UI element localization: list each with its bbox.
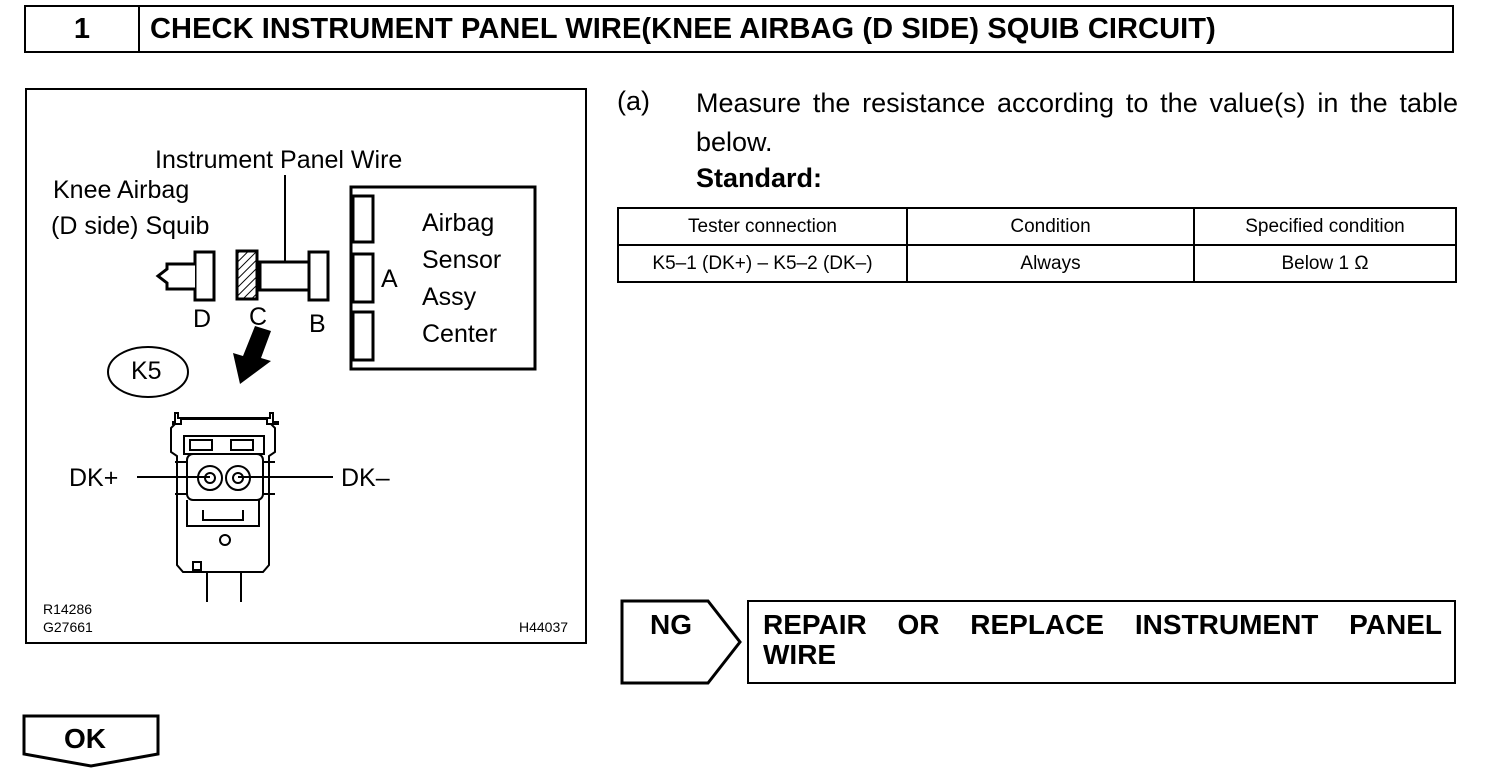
step-marker: (a) xyxy=(617,86,650,116)
label-knee-airbag: Knee Airbag xyxy=(53,176,190,204)
label-connector-b: B xyxy=(309,310,326,338)
direction-arrow xyxy=(233,326,271,384)
label-connector-k5: K5 xyxy=(131,357,162,385)
label-d-side-squib: (D side) Squib xyxy=(51,212,210,240)
label-connector-d: D xyxy=(193,305,212,333)
step-title: CHECK INSTRUMENT PANEL WIRE(KNEE AIRBAG … xyxy=(150,12,1216,45)
figure-code-2: G27661 xyxy=(43,619,93,635)
table-header-cell: Condition xyxy=(906,207,1195,246)
ok-arrow-box xyxy=(22,714,160,768)
label-instrument-panel-wire: Instrument Panel Wire xyxy=(155,146,403,174)
ng-action-line-1: REPAIR OR REPLACE INSTRUMENT PANEL xyxy=(763,609,1442,640)
label-dk-plus: DK+ xyxy=(69,464,119,492)
wiring-illustration: Instrument Panel Wire Knee Airbag (D sid… xyxy=(25,88,587,644)
connector-diagram xyxy=(107,175,537,602)
label-dk-minus: DK– xyxy=(341,464,390,492)
figure-code-3: H44037 xyxy=(519,619,569,635)
table-header-cell: Specified condition xyxy=(1193,207,1457,246)
connector-d xyxy=(193,250,216,302)
table-cell: Always xyxy=(906,244,1195,283)
instrument-panel-wire xyxy=(258,260,312,292)
table-row: K5–1 (DK+) – K5–2 (DK–) Always Below 1 Ω xyxy=(617,244,1457,283)
step-header: 1 CHECK INSTRUMENT PANEL WIRE(KNEE AIRBA… xyxy=(24,5,1454,53)
ok-label: OK xyxy=(64,723,106,754)
label-center: Center xyxy=(422,320,498,348)
squib-plug xyxy=(155,262,195,291)
table-cell: Below 1 Ω xyxy=(1193,244,1457,283)
standard-label: Standard: xyxy=(696,163,823,193)
step-number: 1 xyxy=(26,7,140,51)
connector-c xyxy=(235,249,259,301)
label-connector-a: A xyxy=(381,265,398,293)
ng-label: NG xyxy=(650,609,692,640)
ng-action-box: REPAIR OR REPLACE INSTRUMENT PANEL WIRE xyxy=(747,600,1456,684)
figure-code-1: R14286 xyxy=(43,601,93,617)
label-assy: Assy xyxy=(422,283,477,311)
spec-table: Tester connection Condition Specified co… xyxy=(617,207,1457,283)
connector-k5 xyxy=(170,412,279,602)
ng-arrow-box xyxy=(620,599,742,685)
connector-k5-ellipse xyxy=(107,346,189,398)
ng-action-line-2: WIRE xyxy=(763,639,837,670)
connector-b xyxy=(307,250,330,302)
table-header-row: Tester connection Condition Specified co… xyxy=(617,207,1457,246)
table-cell: K5–1 (DK+) – K5–2 (DK–) xyxy=(617,244,908,283)
label-airbag: Airbag xyxy=(422,209,495,237)
table-header-cell: Tester connection xyxy=(617,207,908,246)
label-connector-c: C xyxy=(249,303,268,331)
instruction-text: Measure the resistance according to the … xyxy=(696,88,1458,157)
label-sensor: Sensor xyxy=(422,246,502,274)
airbag-sensor-body xyxy=(349,185,537,371)
